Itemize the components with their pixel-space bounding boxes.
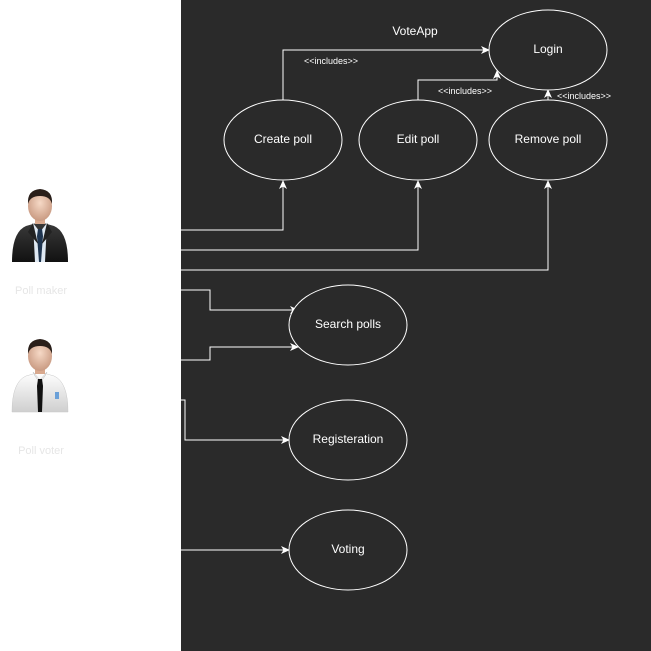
use-case-create-poll[interactable]: Create poll (223, 99, 343, 181)
use-case-login[interactable]: Login (488, 9, 608, 91)
actor-poll-maker-label: Poll maker (15, 285, 67, 297)
include-label-remove: <<includes>> (557, 91, 611, 101)
assoc-voter-registration (80, 399, 290, 444)
use-case-registration-label: Registeration (313, 432, 384, 446)
use-case-login-label: Login (533, 42, 562, 56)
assoc-voter-voting (80, 419, 290, 554)
include-edge-edit-login (417, 70, 501, 100)
use-case-remove-poll[interactable]: Remove poll (488, 99, 608, 181)
include-label-create: <<includes>> (304, 56, 358, 66)
actor-poll-voter[interactable]: Poll voter (11, 339, 69, 457)
use-case-edit-poll-label: Edit poll (397, 132, 440, 146)
use-case-voting-label: Voting (331, 542, 364, 556)
use-case-search-polls[interactable]: Search polls (288, 284, 408, 366)
system-title: VoteApp (392, 24, 438, 38)
use-case-create-poll-label: Create poll (254, 132, 312, 146)
actor-poll-voter-label: Poll voter (18, 445, 64, 457)
actor-poll-maker[interactable]: Poll maker (12, 189, 68, 297)
businessman-avatar-icon (12, 189, 68, 262)
include-edge-create-login (282, 46, 490, 100)
use-case-registration[interactable]: Registeration (288, 399, 408, 481)
include-label-edit: <<includes>> (438, 86, 492, 96)
use-case-remove-poll-label: Remove poll (515, 132, 582, 146)
assoc-voter-search (80, 343, 299, 361)
assoc-maker-create (80, 180, 287, 231)
office-worker-avatar-icon (11, 339, 69, 413)
use-case-search-polls-label: Search polls (315, 317, 381, 331)
use-case-edit-poll[interactable]: Edit poll (358, 99, 478, 181)
use-case-voting[interactable]: Voting (288, 509, 408, 591)
assoc-maker-search (75, 289, 299, 314)
assoc-maker-edit (80, 180, 422, 251)
assoc-maker-remove (80, 180, 552, 271)
